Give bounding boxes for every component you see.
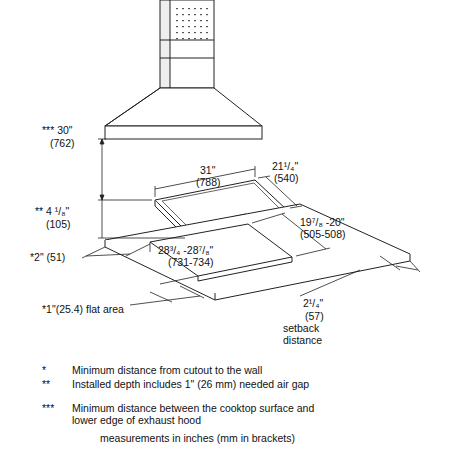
dimension-label: (505-508): [300, 228, 346, 240]
dimension-label: *1"(25.4) flat area: [42, 303, 124, 315]
dimension-label: (762): [50, 137, 75, 149]
dimension-label: (57): [305, 310, 324, 322]
dimension-label: setback distance: [283, 322, 343, 346]
hood-canopy: [105, 88, 262, 126]
dimension-label: (540): [274, 172, 299, 184]
dimension-label: 2¹/₄": [303, 297, 323, 309]
hood-rim: [105, 126, 262, 139]
note-text: Minimum distance from cutout to the wall: [72, 364, 262, 376]
note-marker: *: [42, 364, 46, 376]
dimension-label: (105): [46, 218, 71, 230]
note-marker: **: [42, 378, 50, 390]
chimney: [168, 0, 214, 88]
caption: measurements in inches (mm in brackets): [100, 432, 295, 444]
dimension-label: 31": [200, 164, 215, 176]
note-text: Minimum distance between the cooktop sur…: [72, 402, 332, 426]
dimension-label: 19⁷/₈ -20": [300, 216, 345, 228]
dimension-label: *2" (51): [30, 251, 65, 263]
dimension-label: 21¹/₄": [272, 160, 298, 172]
note-text: Installed depth includes 1" (26 mm) need…: [72, 378, 342, 390]
dimension-label: ** 4 ¹/₈": [35, 205, 69, 217]
note-marker: ***: [42, 402, 54, 414]
cutout: [150, 224, 292, 276]
dimension-label: (788): [196, 176, 221, 188]
dimension-label: 28³/₄ -28⁷/₈": [158, 244, 213, 256]
dimension-label: *** 30": [42, 124, 73, 136]
dimension-label: (731-734): [168, 256, 214, 268]
